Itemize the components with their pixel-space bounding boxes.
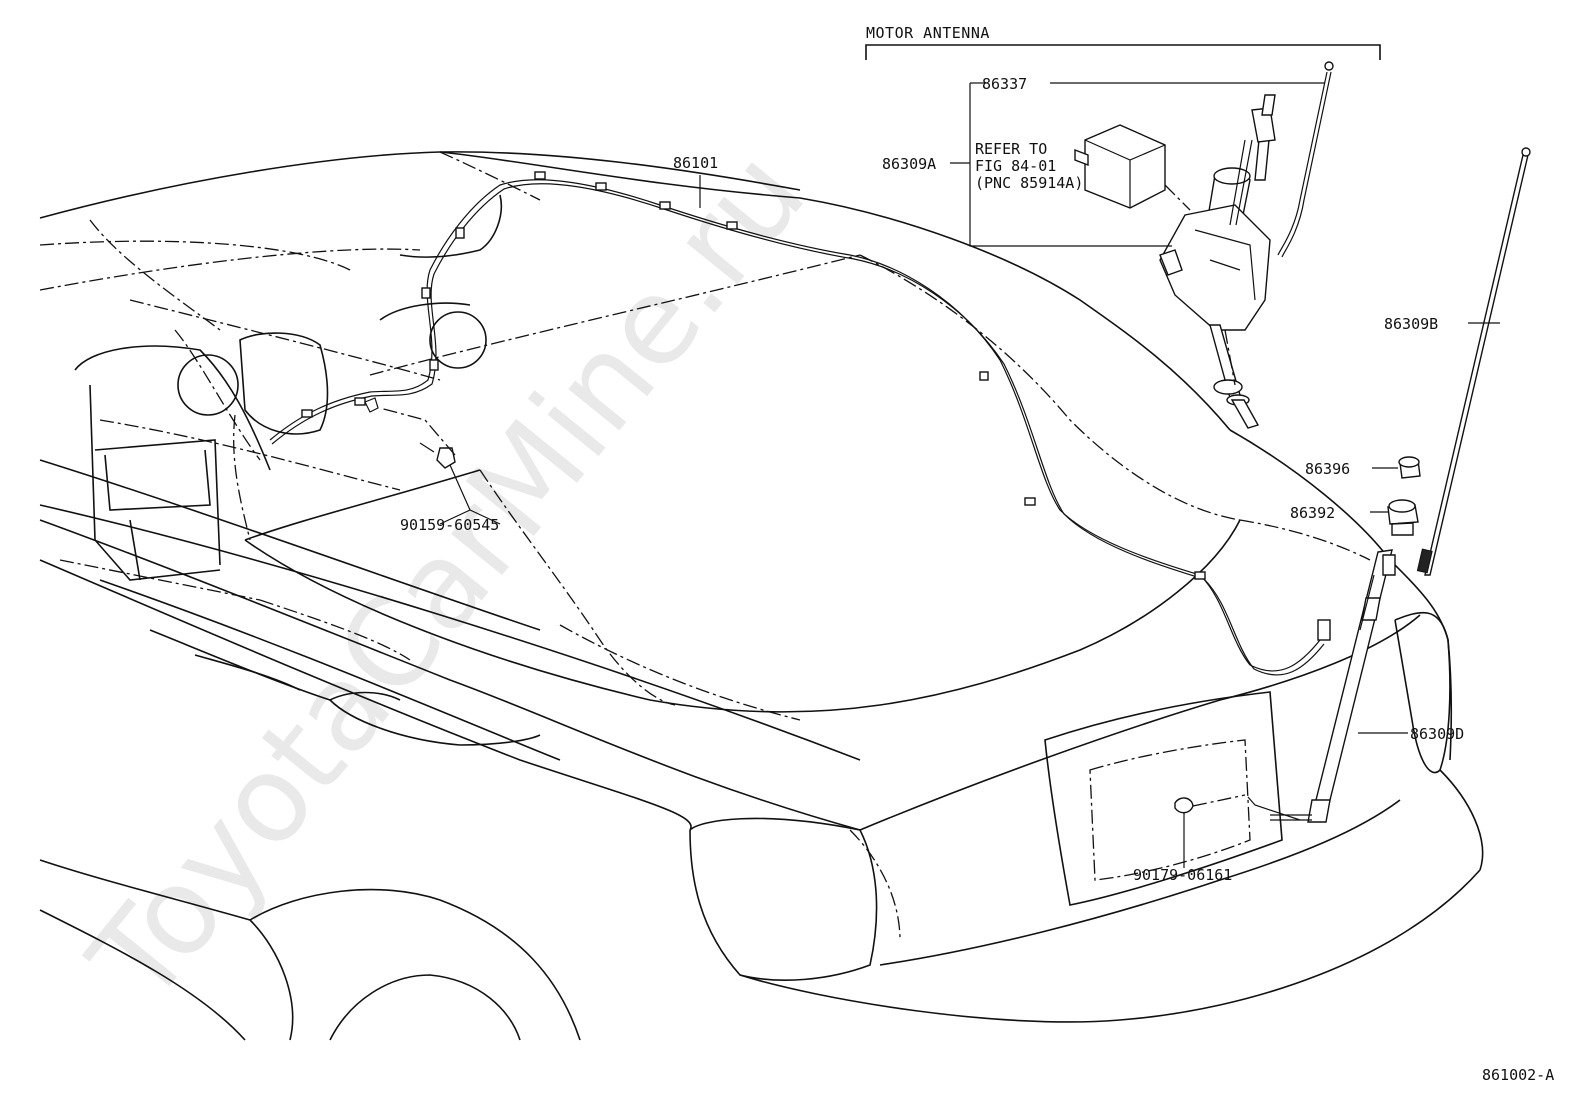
- label-86392: 86392: [1290, 504, 1335, 522]
- label-86309a: 86309A: [882, 155, 936, 173]
- label-86309d: 86309D: [1410, 725, 1464, 743]
- motor-antenna-assembly: [1074, 61, 1334, 429]
- callout-leaders: [439, 44, 1500, 868]
- part-labels: MOTOR ANTENNA 86337 86309A REFER TO FIG …: [400, 24, 1554, 1084]
- label-90159-60545: 90159-60545: [400, 516, 499, 534]
- antenna-cable-86101: [269, 171, 1331, 676]
- car-body-outline: [39, 151, 1484, 1041]
- refer-note-line1: REFER TO: [975, 140, 1047, 158]
- screws: [379, 407, 1301, 821]
- label-86309b: 86309B: [1384, 315, 1438, 333]
- small-parts: [1387, 456, 1421, 536]
- label-86396: 86396: [1305, 460, 1350, 478]
- refer-note-line2: FIG 84-01: [975, 157, 1056, 175]
- mast-86309b: [1416, 147, 1531, 576]
- label-90179-06161: 90179-06161: [1133, 866, 1232, 884]
- motor-antenna-header: MOTOR ANTENNA: [866, 24, 990, 42]
- label-86337: 86337: [982, 75, 1027, 93]
- figure-code: 861002-A: [1482, 1066, 1554, 1084]
- refer-note-line3: (PNC 85914A): [975, 174, 1083, 192]
- housing-86309d: [1270, 549, 1396, 823]
- watermark-text: ToyotaCarMine.ru: [64, 126, 832, 1029]
- label-86101: 86101: [673, 154, 718, 172]
